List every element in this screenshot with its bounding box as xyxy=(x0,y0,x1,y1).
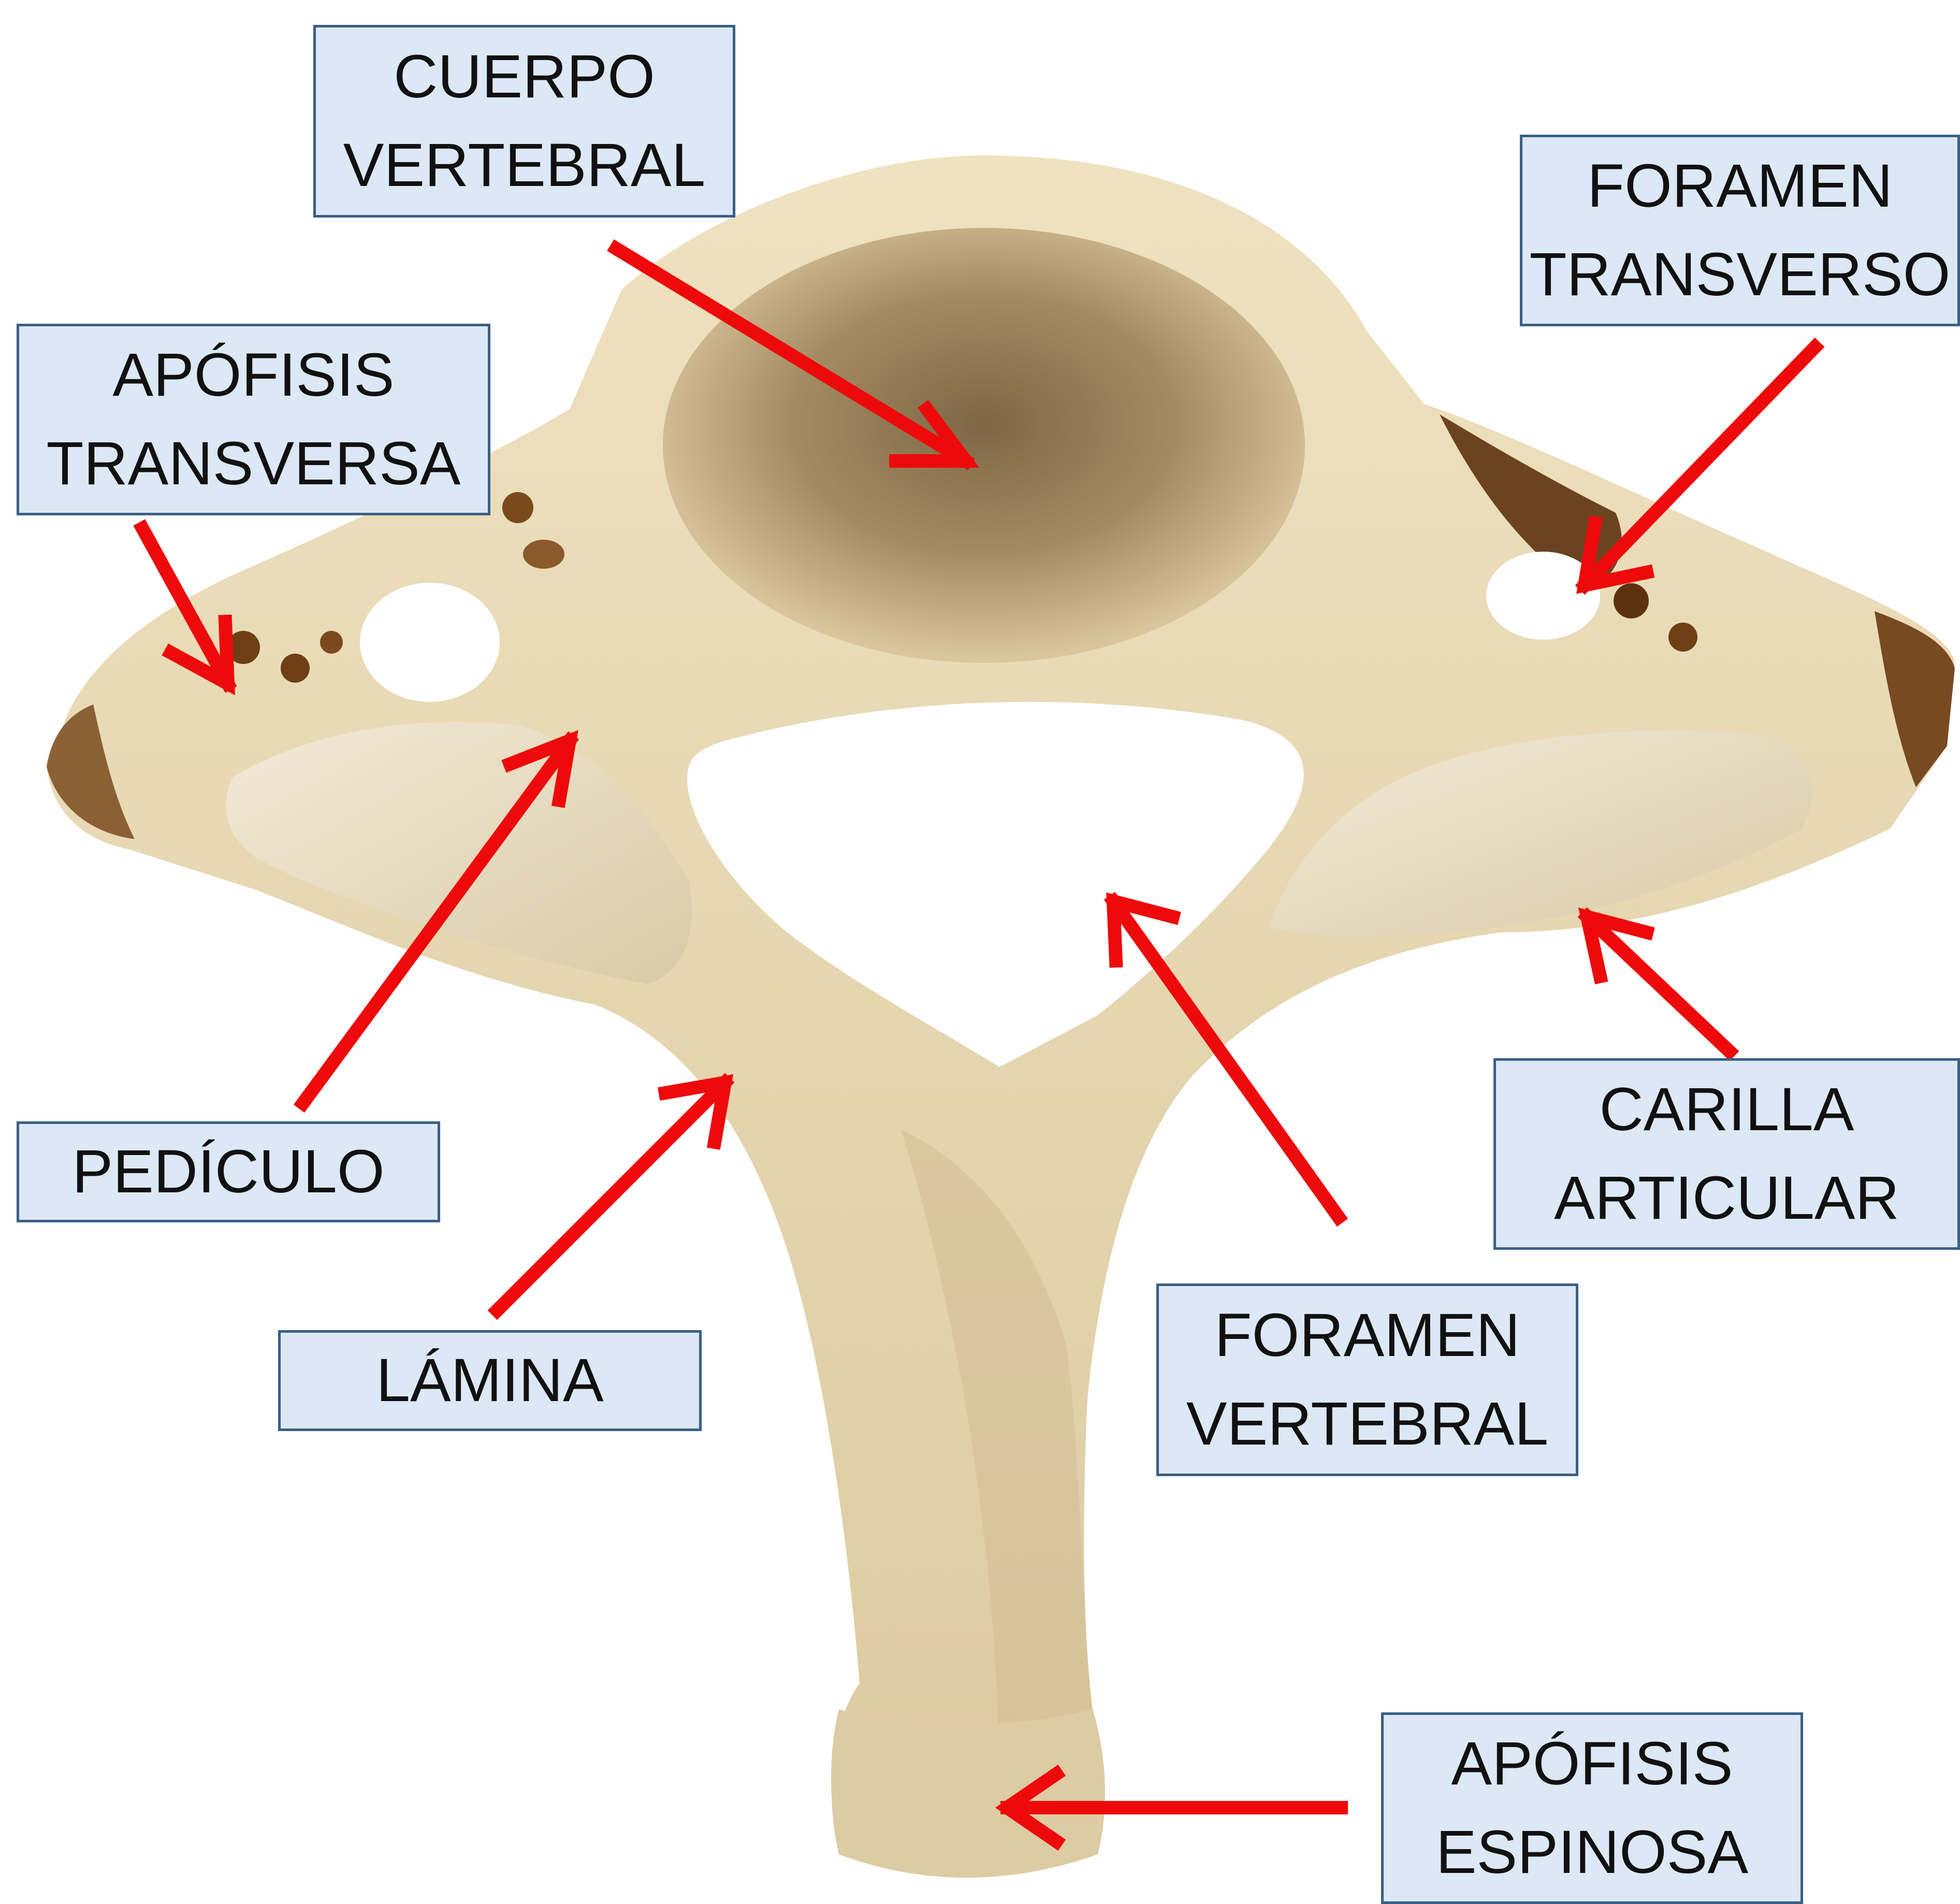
label-line: ARTICULAR xyxy=(1554,1154,1899,1243)
label-line: FORAMEN xyxy=(1186,1291,1549,1380)
right-process-pit xyxy=(1668,623,1697,652)
label-line: APÓFISIS xyxy=(47,331,461,420)
label-line: VERTEBRAL xyxy=(1186,1380,1549,1468)
label-line: TRANSVERSO xyxy=(1529,230,1950,319)
label-foramen-transverso: FORAMEN TRANSVERSO xyxy=(1520,135,1960,326)
left-process-pit xyxy=(320,631,343,654)
label-apofisis-espinosa: APÓFISIS ESPINOSA xyxy=(1381,1712,1803,1904)
label-pediculo: PEDÍCULO xyxy=(17,1121,440,1222)
label-line: LÁMINA xyxy=(376,1336,603,1425)
label-line: CARILLA xyxy=(1554,1065,1899,1154)
label-line: PEDÍCULO xyxy=(72,1128,384,1216)
label-line: VERTEBRAL xyxy=(343,121,706,210)
label-line: ESPINOSA xyxy=(1436,1808,1748,1897)
label-line: TRANSVERSA xyxy=(47,420,461,508)
left-process-pit xyxy=(281,654,310,683)
left-transverse-foramen-hole xyxy=(360,583,500,702)
left-process-pit xyxy=(523,540,564,569)
label-line: CUERPO xyxy=(343,33,706,121)
right-process-pit xyxy=(1614,583,1649,618)
arrow-lamina xyxy=(497,1083,725,1310)
left-process-pit xyxy=(502,492,533,523)
label-carilla-articular: CARILLA ARTICULAR xyxy=(1493,1058,1960,1250)
label-cuerpo-vertebral: CUERPO VERTEBRAL xyxy=(313,25,735,218)
label-line: FORAMEN xyxy=(1529,142,1950,230)
vertebral-body-surface xyxy=(663,228,1305,663)
label-line: APÓFISIS xyxy=(1436,1720,1748,1808)
spinous-process-tip xyxy=(831,1709,1105,1878)
label-apofisis-transversa: APÓFISIS TRANSVERSA xyxy=(17,324,490,515)
arrow-carilla-articular xyxy=(1587,917,1730,1051)
label-foramen-vertebral: FORAMEN VERTEBRAL xyxy=(1156,1283,1578,1476)
label-lamina: LÁMINA xyxy=(278,1330,702,1431)
